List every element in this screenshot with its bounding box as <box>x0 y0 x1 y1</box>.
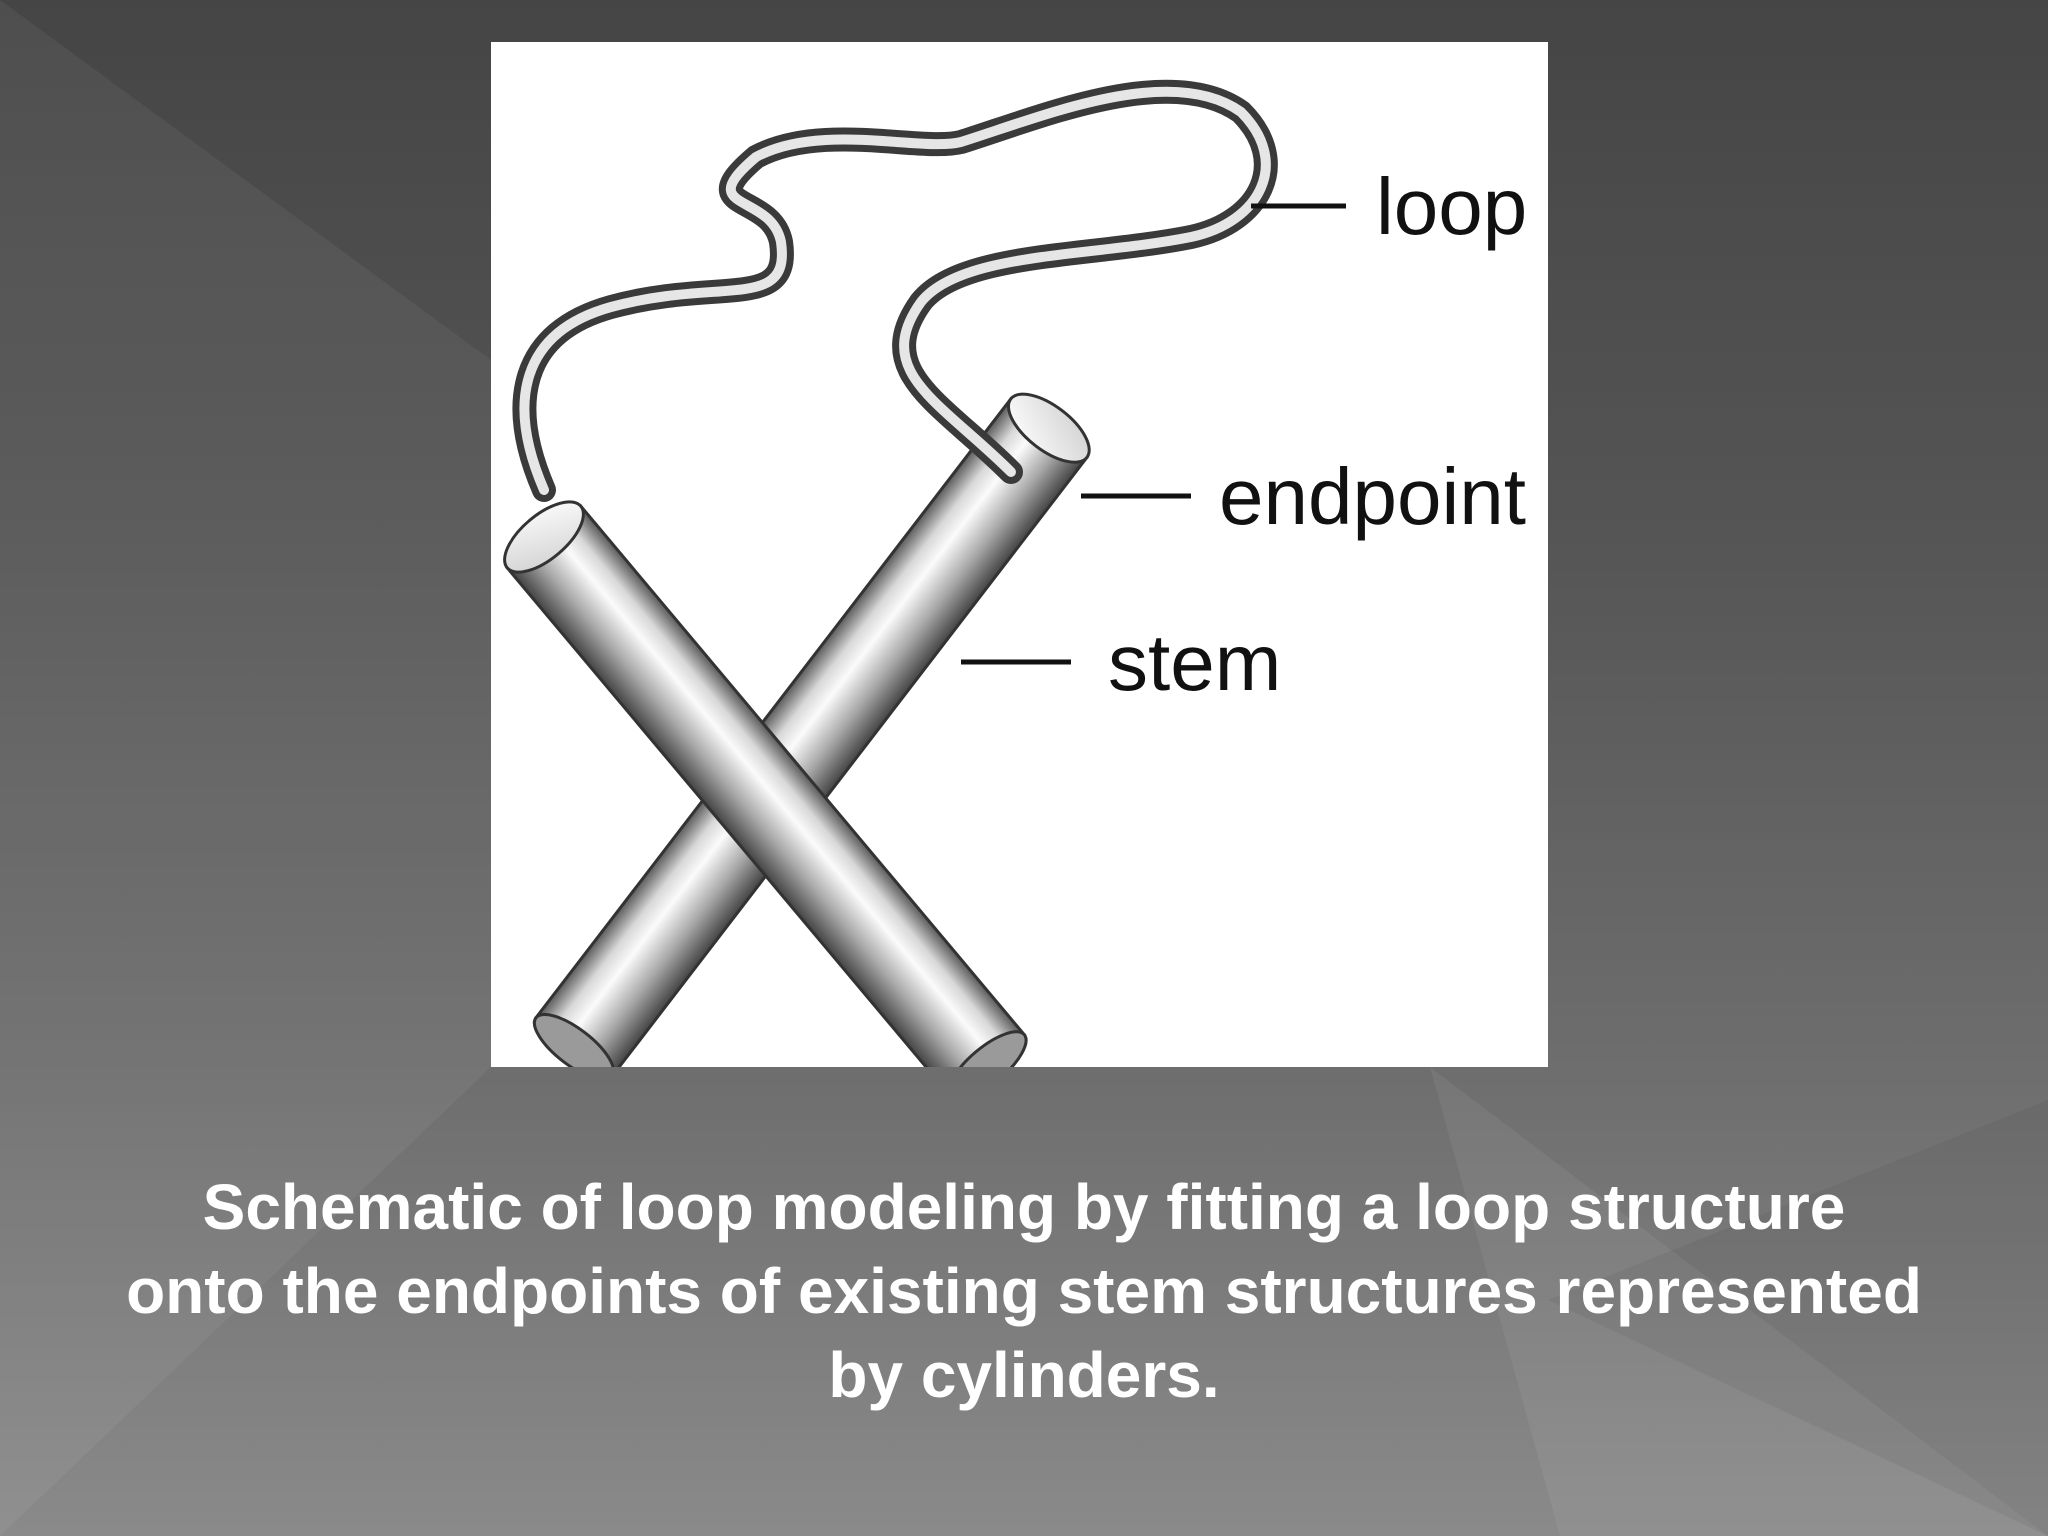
diagram-panel: loop endpoint stem <box>491 42 1548 1067</box>
caption-line-1: Schematic of loop modeling by fitting a … <box>202 1171 1846 1243</box>
endpoint-cap-left <box>503 500 585 574</box>
caption-line-3: by cylinders. <box>828 1339 1220 1411</box>
loop-modeling-diagram: loop endpoint stem <box>503 79 1527 1067</box>
caption-line-2: onto the endpoints of existing stem stru… <box>126 1255 1922 1327</box>
loop-ribbon <box>512 79 1278 502</box>
background-facet <box>0 0 491 1536</box>
slide-caption: Schematic of loop modeling by fitting a … <box>40 1165 2008 1417</box>
stem-cylinder-left <box>503 500 1028 1067</box>
endpoint-label: endpoint <box>1219 452 1526 541</box>
endpoint-cap-right <box>1006 392 1091 464</box>
background-facet <box>1430 1067 2048 1536</box>
background-facet <box>1548 1100 2048 1536</box>
stem-cylinder-right <box>532 392 1091 1067</box>
loop-label: loop <box>1376 162 1527 251</box>
stem-label: stem <box>1108 618 1281 707</box>
